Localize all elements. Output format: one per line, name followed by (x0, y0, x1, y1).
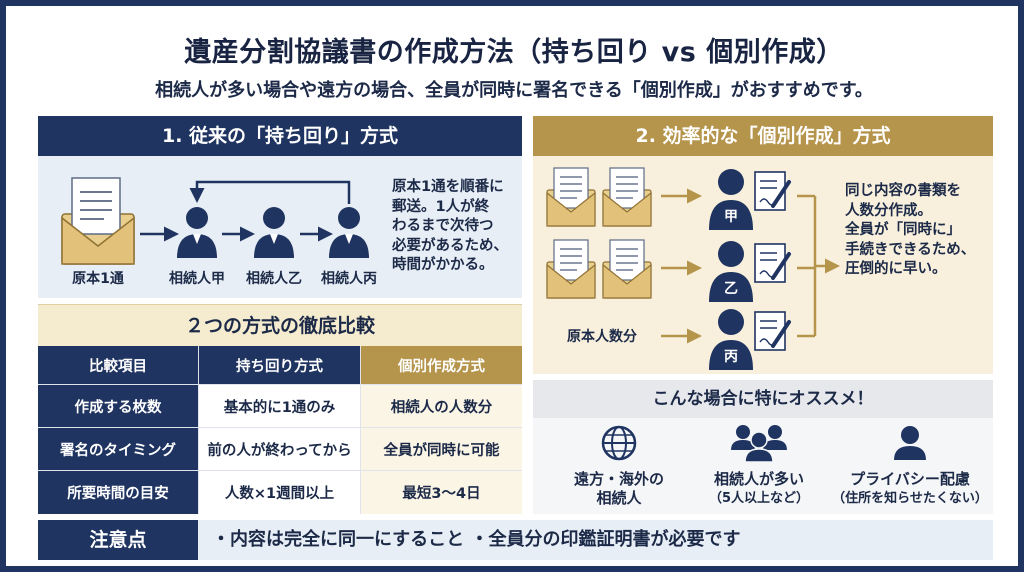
person-mark: 丙 (724, 349, 738, 365)
method1-panel: 原本1通 相続人甲 相続人乙 相続人丙 原本1通を順番に 郵送。1人が終 わるま… (38, 156, 522, 298)
person-label: 相続人甲 (169, 271, 225, 287)
envelope-icon (602, 239, 652, 299)
recommend-panel: 遠方・海外の 相続人 相続人が多い （5人以上など） プライバシー配慮 （住所を… (533, 418, 993, 514)
table-cell: 最短3〜4日 (361, 471, 522, 514)
infographic: 遺産分割協議書の作成方法（持ち回り vs 個別作成） 相続人が多い場合や遠方の場… (4, 4, 1020, 568)
person-label: 相続人丙 (321, 271, 377, 287)
caution-label: 注意点 (38, 520, 198, 560)
table-header: 個別作成方式 (361, 346, 522, 384)
table-cell: 前の人が終わってから (199, 428, 360, 470)
group-icon (731, 425, 787, 463)
globe-icon (601, 425, 637, 461)
person-mark: 甲 (724, 209, 738, 225)
table-row-label: 所要時間の目安 (38, 471, 198, 514)
original-count-label: 原本人数分 (567, 329, 637, 345)
envelope-icon (602, 167, 652, 227)
method1-flow-diagram (61, 177, 369, 265)
table-row-label: 署名のタイミング (38, 428, 198, 470)
table-cell: 全員が同時に可能 (361, 428, 522, 470)
recommend-item-remote: 遠方・海外の 相続人 (573, 470, 664, 507)
method2-panel: 甲 乙 丙 原本人数分 同じ内容の書類を 人数分作成。 全員が「同時に」 手続き… (533, 156, 993, 374)
comparison-title: ２つの方式の徹底比較 (38, 304, 522, 346)
person-icon (177, 207, 217, 258)
recommend-item-many: 相続人が多い （5人以上など） (708, 470, 810, 506)
envelope-icon (61, 177, 135, 265)
method2-note: 同じ内容の書類を 人数分作成。 全員が「同時に」 手続きできるため、 圧倒的に早… (845, 183, 976, 277)
table-cell: 人数×1週間以上 (199, 471, 360, 514)
person-mark: 乙 (724, 281, 738, 297)
recommend-item-privacy: プライバシー配慮 （住所を知らせたくない） (832, 470, 988, 506)
person-icon (254, 207, 294, 258)
method1-header: 1. 従来の「持ち回り」方式 (38, 116, 522, 156)
method1-note: 原本1通を順番に 郵送。1人が終 わるまで次待つ 必要があるため、 時間がかかる… (392, 179, 508, 273)
table-row-label: 作成する枚数 (38, 385, 198, 427)
original-label: 原本1通 (72, 271, 124, 287)
page-subtitle: 相続人が多い場合や遠方の場合、全員が同時に署名できる「個別作成」がおすすめです。 (155, 80, 873, 101)
table-cell: 基本的に1通のみ (199, 385, 360, 427)
table-cell: 相続人の人数分 (361, 385, 522, 427)
table-header: 持ち回り方式 (199, 346, 360, 384)
envelope-icon (546, 239, 596, 299)
table-header: 比較項目 (38, 346, 198, 384)
recommend-title: こんな場合に特にオススメ！ (533, 380, 993, 418)
person-icon (894, 426, 926, 460)
method2-header: 2. 効率的な「個別作成」方式 (533, 116, 993, 156)
envelope-icon (546, 167, 596, 227)
person-icon (329, 207, 369, 258)
page-title: 遺産分割協議書の作成方法（持ち回り vs 個別作成） (184, 37, 844, 68)
person-label: 相続人乙 (246, 271, 302, 287)
method2-flow-diagram (546, 167, 840, 372)
caution-text: ・内容は完全に同一にすること ・全員分の印鑑証明書が必要です (198, 520, 993, 560)
comparison-table: 比較項目 持ち回り方式 個別作成方式 作成する枚数 基本的に1通のみ 相続人の人… (38, 346, 522, 514)
